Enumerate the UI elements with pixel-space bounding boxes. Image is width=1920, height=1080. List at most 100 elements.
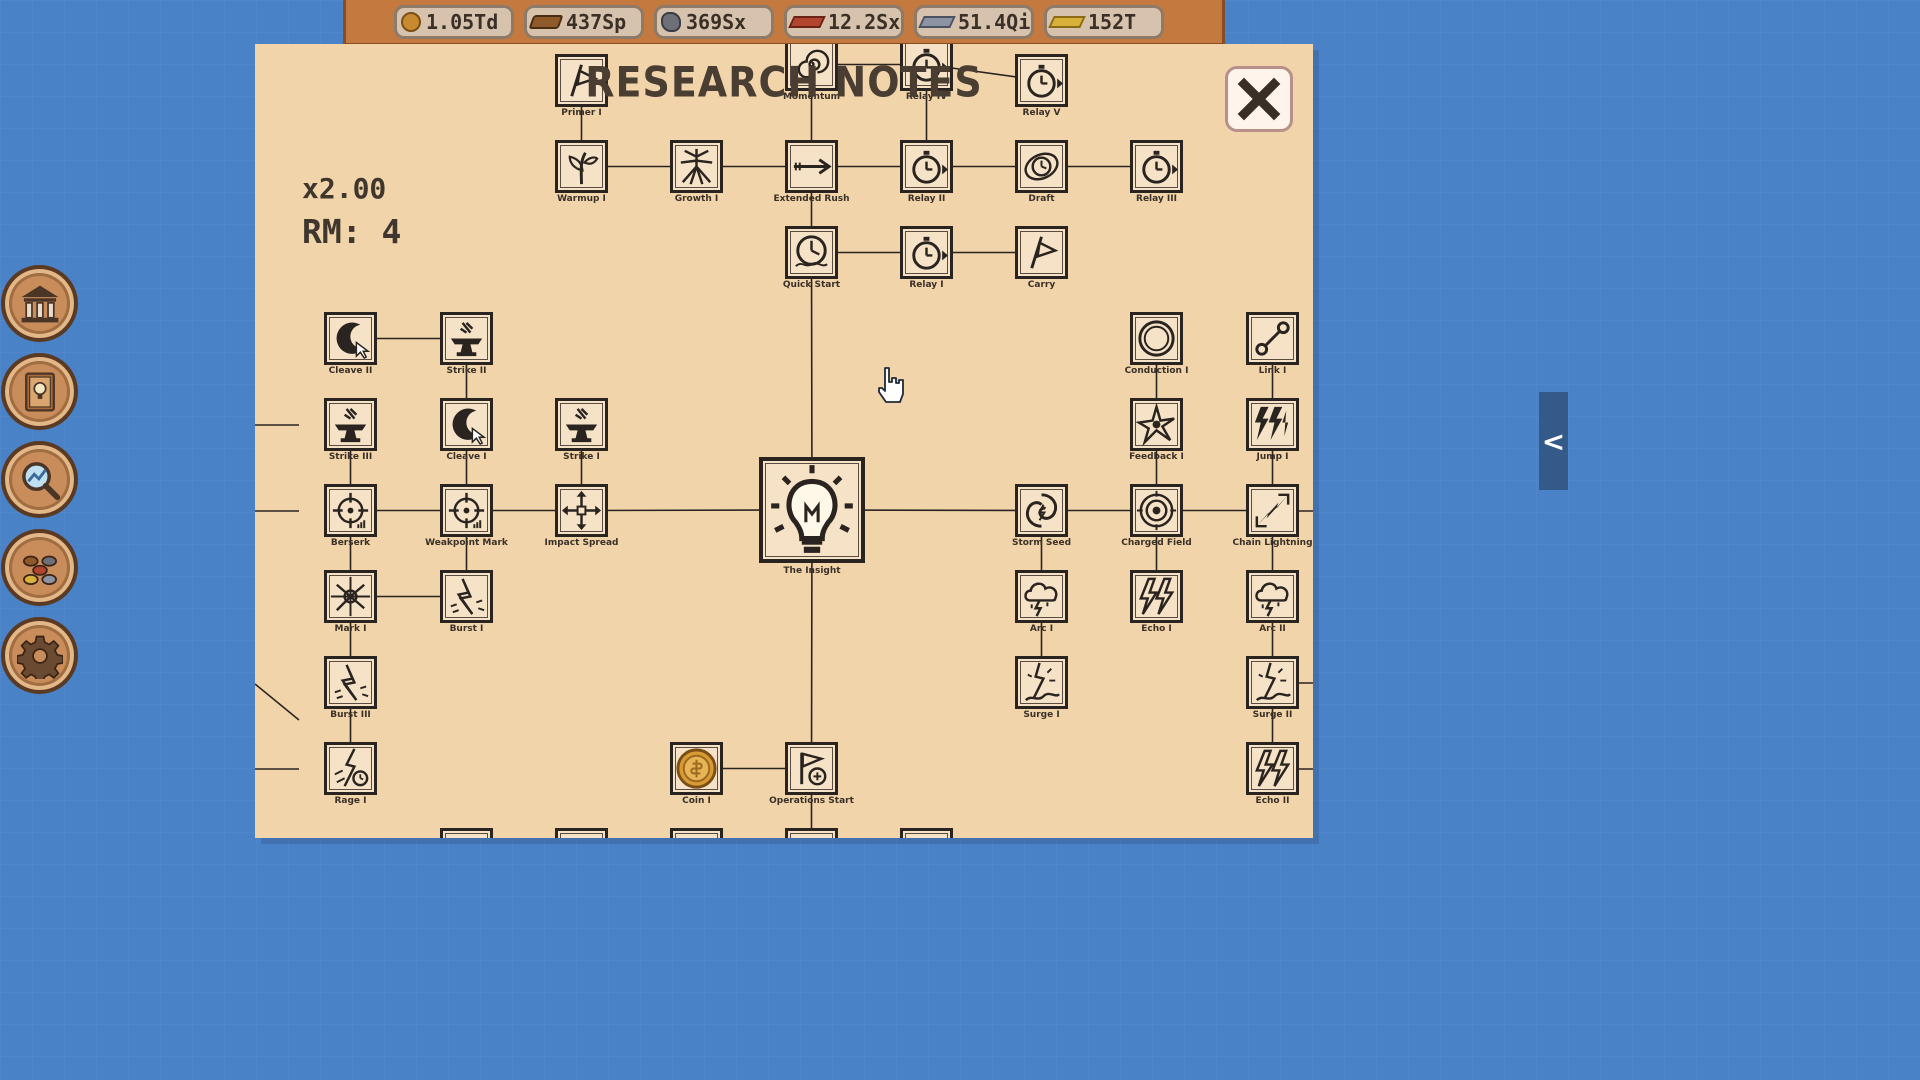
research-node-log-node-2[interactable]: [670, 828, 723, 838]
clock-icon: [795, 235, 828, 267]
stopwatch-icon: [1142, 150, 1179, 184]
research-node-burst-1[interactable]: [440, 570, 493, 623]
roots-icon: [680, 148, 713, 185]
research-node-echo-2[interactable]: [1246, 742, 1299, 795]
research-node-primer-1[interactable]: [555, 54, 608, 107]
research-node-cleave-2[interactable]: [324, 312, 377, 365]
research-node-carry[interactable]: [1015, 226, 1068, 279]
research-node-strike-3[interactable]: [324, 398, 377, 451]
research-node-link-1[interactable]: [1246, 312, 1299, 365]
research-node-jump-1[interactable]: [1246, 398, 1299, 451]
research-node-label: Berserk: [330, 538, 371, 548]
clapperboard-icon: [788, 831, 835, 838]
expand-side-panel-button[interactable]: <: [1539, 392, 1568, 490]
research-node-conduction-1[interactable]: [1130, 312, 1183, 365]
research-node-mark-1[interactable]: [324, 570, 377, 623]
resource-pile-icon: [22, 555, 57, 585]
research-node-label: Cleave I: [446, 452, 487, 462]
research-node-quick-start[interactable]: [785, 226, 838, 279]
flag-hand-icon: [800, 752, 827, 786]
stopwatch-icon: [912, 48, 949, 82]
research-node-strike-1[interactable]: [555, 398, 608, 451]
research-node-label: Surge II: [1252, 710, 1293, 720]
stone-icon: [661, 12, 681, 32]
research-node-strike-2[interactable]: [440, 312, 493, 365]
research-node-paw-node[interactable]: [900, 828, 953, 838]
flag-icon: [570, 64, 599, 97]
stopwatch-icon: [912, 236, 949, 270]
resource-wood: 437Sp: [524, 5, 644, 39]
anvil-icon: [450, 321, 483, 357]
research-node-cleave-1[interactable]: [440, 398, 493, 451]
museum-button[interactable]: [1, 265, 78, 342]
research-node-arc-1[interactable]: [1015, 570, 1068, 623]
arrows-out-icon: [561, 490, 602, 531]
research-node-arc-2[interactable]: [1246, 570, 1299, 623]
lightbulb-icon: [771, 465, 853, 553]
settings-button[interactable]: [1, 617, 78, 694]
lightbulb-book-icon: [24, 371, 55, 412]
research-node-momentum[interactable]: [785, 44, 838, 91]
research-node-label: Storm Seed: [1011, 538, 1072, 548]
research-node-storm-seed[interactable]: [1015, 484, 1068, 537]
research-node-the-insight[interactable]: [759, 457, 865, 563]
research-node-label: Relay III: [1136, 194, 1177, 204]
research-node-label: Cleave II: [328, 366, 373, 376]
research-node-berserk[interactable]: [324, 484, 377, 537]
research-node-chain-lightning[interactable]: [1246, 484, 1299, 537]
research-node-label: Feedback I: [1129, 452, 1184, 462]
research-book-button[interactable]: [1, 353, 78, 430]
research-node-label: Link I: [1258, 366, 1287, 376]
research-node-relay-2[interactable]: [900, 140, 953, 193]
research-node-log-node-1[interactable]: [555, 828, 608, 838]
research-node-weakpoint-mark[interactable]: [440, 484, 493, 537]
wood-log-icon: [558, 831, 605, 838]
research-node-coin-1[interactable]: [670, 742, 723, 795]
research-node-impact-spread[interactable]: [555, 484, 608, 537]
research-node-surge-1[interactable]: [1015, 656, 1068, 709]
anvil-icon: [565, 407, 598, 443]
research-node-charged-field[interactable]: [1130, 484, 1183, 537]
research-node-draft[interactable]: [1015, 140, 1068, 193]
research-node-extended-rush[interactable]: [785, 140, 838, 193]
gold-bar-icon: [1048, 16, 1086, 28]
research-node-label: Relay I: [909, 280, 944, 290]
research-node-label: Arc II: [1259, 624, 1286, 634]
research-node-operations-start[interactable]: [785, 742, 838, 795]
research-node-relay-3[interactable]: [1130, 140, 1183, 193]
resource-coin: 1.05Td: [394, 5, 514, 39]
analytics-button[interactable]: [1, 441, 78, 518]
target-icon: [1136, 490, 1177, 531]
resource-bar: 1.05Td 437Sp 369Sx 12.2Sx 51.4Qi 152T: [343, 0, 1225, 46]
research-node-label: Burst I: [449, 624, 484, 634]
close-button[interactable]: [1225, 66, 1293, 132]
resources-button[interactable]: [1, 529, 78, 606]
research-node-burst-3[interactable]: [324, 656, 377, 709]
research-node-surge-2[interactable]: [1246, 656, 1299, 709]
research-node-clapper-node[interactable]: [785, 828, 838, 838]
resource-value: 1.05Td: [426, 10, 499, 34]
research-node-feedback-1[interactable]: [1130, 398, 1183, 451]
ring-icon: [1138, 320, 1175, 357]
stopwatch-icon: [1027, 64, 1064, 98]
research-node-echo-1[interactable]: [1130, 570, 1183, 623]
resource-stone: 369Sx: [654, 5, 774, 39]
research-node-relay-1[interactable]: [900, 226, 953, 279]
research-node-relay-5[interactable]: [1015, 54, 1068, 107]
research-node-growth-1[interactable]: [670, 140, 723, 193]
research-node-label: Conduction I: [1124, 366, 1189, 376]
research-node-relay-4[interactable]: [900, 44, 953, 91]
resource-iron: 51.4Qi: [914, 5, 1034, 39]
research-node-label: Warmup I: [557, 194, 606, 204]
wood-log-icon: [528, 15, 564, 29]
storm-cloud-icon: [1024, 582, 1058, 617]
resource-value: 12.2Sx: [828, 10, 901, 34]
anvil-icon: [334, 407, 367, 443]
research-node-warmup-1[interactable]: [555, 140, 608, 193]
burst-icon: [334, 664, 369, 701]
research-node-stone-node[interactable]: [440, 828, 493, 838]
chain-bolt-icon: [1255, 493, 1290, 528]
wood-log-icon: [673, 831, 720, 838]
research-node-rage-1[interactable]: [324, 742, 377, 795]
panel-title: RESEARCH NOTES: [585, 57, 983, 107]
